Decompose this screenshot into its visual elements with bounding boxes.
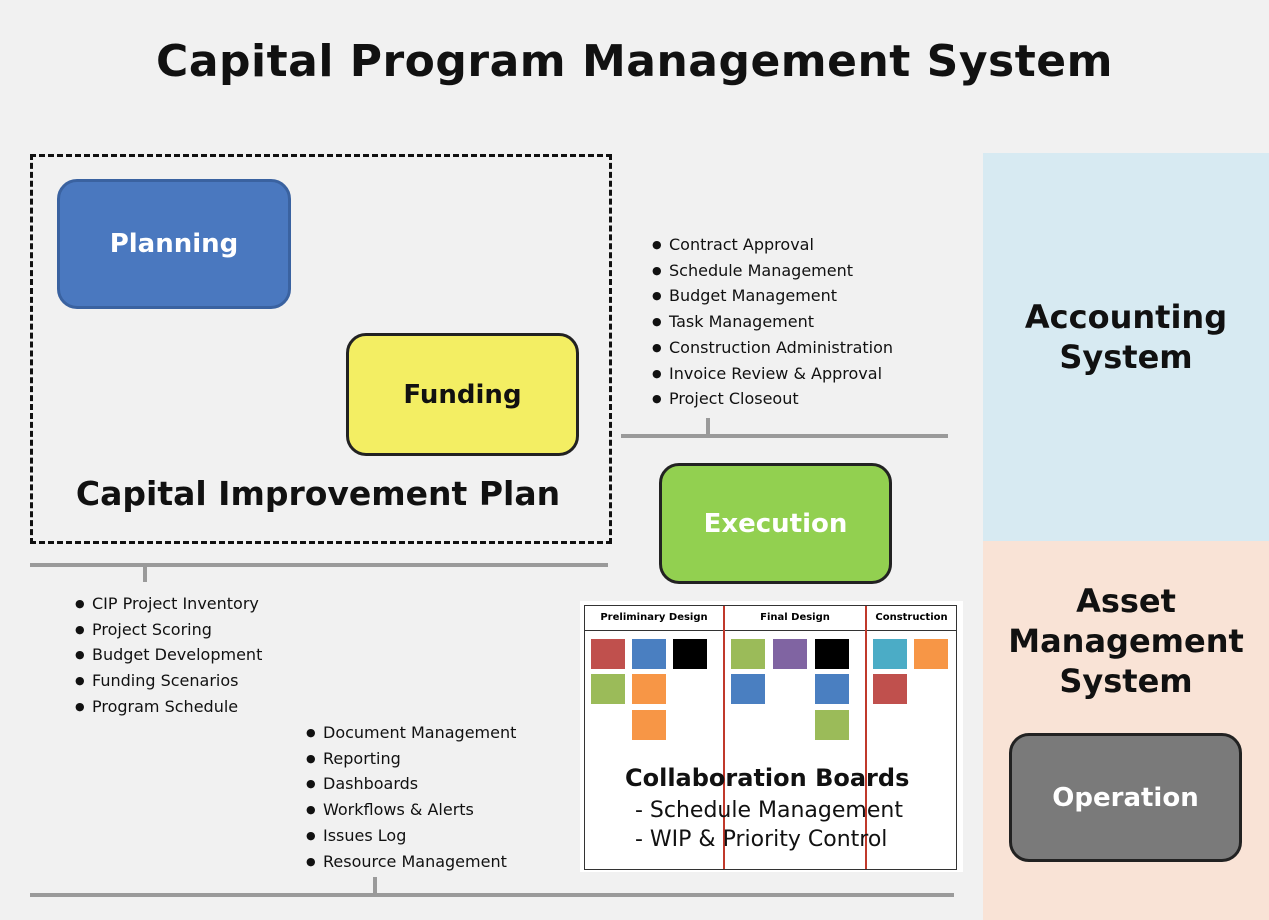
accounting-system-panel: Accounting System — [983, 153, 1269, 541]
task-card — [731, 639, 765, 669]
board-column-final-design: Final Design — [725, 606, 865, 631]
list-item: Budget Management — [652, 283, 893, 309]
list-item: Invoice Review & Approval — [652, 361, 893, 387]
list-item: Project Closeout — [652, 386, 893, 412]
task-card — [914, 639, 948, 669]
task-card — [632, 639, 666, 669]
board-column-divider — [865, 606, 867, 869]
funding-box: Funding — [346, 333, 579, 456]
planning-box: Planning — [57, 179, 291, 309]
execution-connector-line — [621, 434, 948, 438]
task-card — [591, 674, 625, 704]
asset-title-line3: System — [1059, 662, 1193, 700]
task-card — [773, 639, 807, 669]
asset-management-panel: Asset Management System — [983, 541, 1269, 920]
collaboration-item: - Schedule Management — [635, 798, 903, 823]
common-connector-tick — [373, 877, 377, 894]
task-card — [815, 710, 849, 740]
task-card — [673, 639, 707, 669]
board-column-divider — [723, 606, 725, 869]
collaboration-boards-title: Collaboration Boards — [625, 764, 910, 792]
common-feature-list: Document Management Reporting Dashboards… — [306, 720, 516, 874]
list-item: Dashboards — [306, 771, 516, 797]
asset-title-line1: Asset — [1076, 582, 1176, 620]
cip-connector-tick — [143, 565, 147, 582]
list-item: Workflows & Alerts — [306, 797, 516, 823]
execution-connector-tick — [706, 418, 710, 436]
operation-box: Operation — [1009, 733, 1242, 862]
task-card — [815, 639, 849, 669]
task-card — [873, 639, 907, 669]
capital-improvement-plan-group — [30, 154, 612, 544]
task-card — [731, 674, 765, 704]
list-item: CIP Project Inventory — [75, 591, 262, 617]
list-item: Reporting — [306, 746, 516, 772]
list-item: Budget Development — [75, 642, 262, 668]
execution-feature-list: Contract Approval Schedule Management Bu… — [652, 232, 893, 412]
task-card — [632, 674, 666, 704]
list-item: Task Management — [652, 309, 893, 335]
accounting-title-line2: System — [1059, 338, 1193, 376]
kanban-board: Preliminary Design Final Design Construc… — [584, 605, 957, 870]
task-card — [815, 674, 849, 704]
execution-box: Execution — [659, 463, 892, 584]
board-column-construction: Construction — [867, 606, 956, 631]
collaboration-board: Preliminary Design Final Design Construc… — [580, 601, 963, 872]
task-card — [632, 710, 666, 740]
page-title: Capital Program Management System — [156, 36, 1113, 87]
list-item: Schedule Management — [652, 258, 893, 284]
list-item: Program Schedule — [75, 694, 262, 720]
list-item: Funding Scenarios — [75, 668, 262, 694]
collaboration-item: - WIP & Priority Control — [635, 827, 888, 852]
cip-feature-list: CIP Project Inventory Project Scoring Bu… — [75, 591, 262, 720]
board-column-preliminary-design: Preliminary Design — [585, 606, 723, 631]
list-item: Issues Log — [306, 823, 516, 849]
capital-improvement-plan-label: Capital Improvement Plan — [75, 474, 561, 513]
accounting-title-line1: Accounting — [1024, 298, 1228, 336]
task-card — [873, 674, 907, 704]
task-card — [591, 639, 625, 669]
list-item: Document Management — [306, 720, 516, 746]
common-connector-line — [30, 893, 954, 897]
cip-connector-line — [30, 563, 608, 567]
list-item: Contract Approval — [652, 232, 893, 258]
list-item: Resource Management — [306, 849, 516, 875]
list-item: Project Scoring — [75, 617, 262, 643]
list-item: Construction Administration — [652, 335, 893, 361]
asset-title-line2: Management — [1008, 622, 1244, 660]
